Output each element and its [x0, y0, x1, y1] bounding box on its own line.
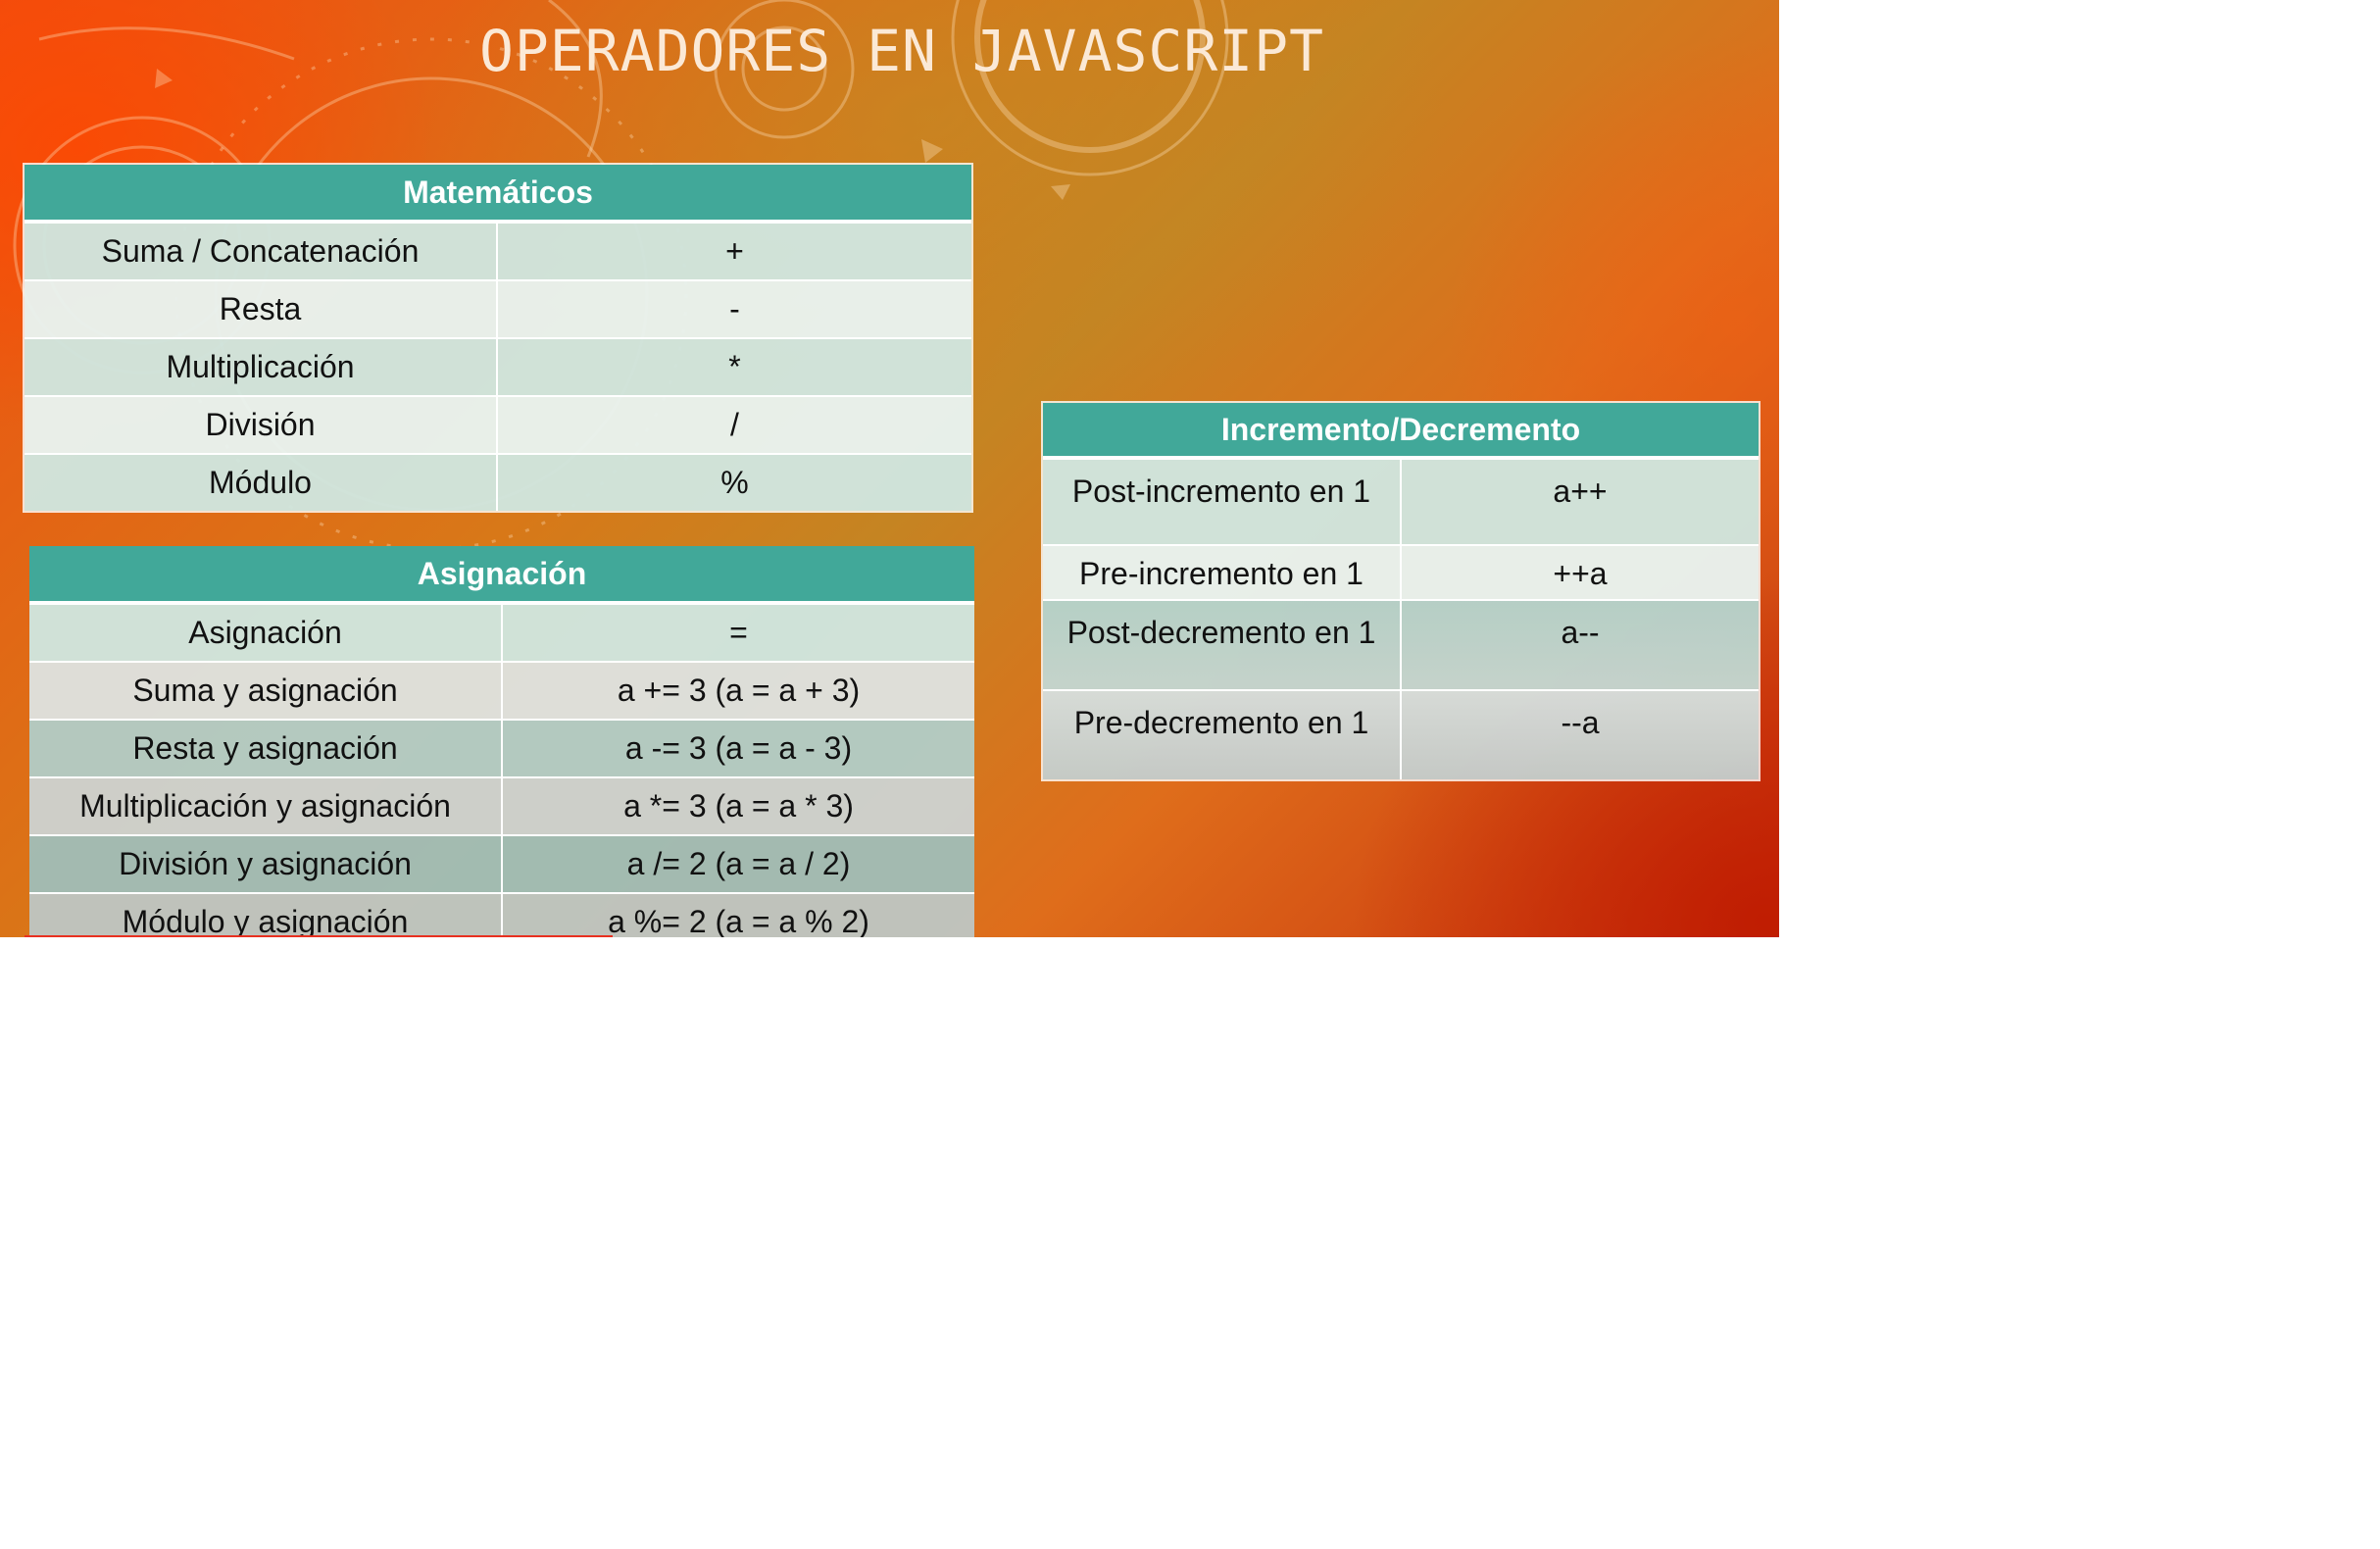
operator-name: Suma / Concatenación [25, 222, 498, 281]
table-header: Incremento/Decremento [1043, 403, 1760, 460]
table-row: Post-incremento en 1 a++ [1043, 458, 1760, 546]
operator-symbol: / [497, 396, 971, 455]
table-row: Pre-incremento en 1 ++a [1043, 545, 1760, 601]
operator-name: Post-incremento en 1 [1043, 458, 1402, 546]
bottom-accent-line [25, 935, 613, 937]
operator-symbol: + [497, 222, 971, 281]
table-row: Multiplicación * [25, 338, 971, 397]
table-row: Multiplicación y asignación a *= 3 (a = … [29, 777, 974, 836]
table-row: Suma / Concatenación + [25, 222, 971, 281]
math-operators-table: Matemáticos Suma / Concatenación + Resta… [23, 163, 973, 513]
assignment-operators-table: Asignación Asignación = Suma y asignació… [29, 546, 974, 937]
operator-name: División [25, 396, 498, 455]
table-row: División y asignación a /= 2 (a = a / 2) [29, 835, 974, 894]
slide-title: OPERADORES EN JAVASCRIPT [478, 18, 1325, 84]
table-header-row: Incremento/Decremento [1043, 403, 1760, 460]
table-header-row: Asignación [29, 546, 974, 605]
operator-example: = [502, 603, 974, 663]
operator-example: a *= 3 (a = a * 3) [502, 777, 974, 836]
table-row: Módulo y asignación a %= 2 (a = a % 2) [29, 893, 974, 937]
table-row: Pre-decremento en 1 --a [1043, 690, 1760, 779]
operator-name: Resta y asignación [29, 720, 503, 778]
operator-example: a %= 2 (a = a % 2) [502, 893, 974, 937]
operator-name: Pre-decremento en 1 [1043, 690, 1402, 779]
table-row: Suma y asignación a += 3 (a = a + 3) [29, 662, 974, 721]
slide: OPERADORES EN JAVASCRIPT Matemáticos Sum… [0, 0, 1779, 937]
operator-name: Asignación [29, 603, 503, 663]
table-row: Asignación = [29, 603, 974, 663]
operator-name: Multiplicación [25, 338, 498, 397]
operator-symbol: % [497, 454, 971, 511]
operator-symbol: --a [1401, 690, 1760, 779]
table-row: Resta - [25, 280, 971, 339]
operator-name: Multiplicación y asignación [29, 777, 503, 836]
operator-symbol: ++a [1401, 545, 1760, 601]
operator-name: Módulo y asignación [29, 893, 503, 937]
table-row: División / [25, 396, 971, 455]
operator-symbol: a-- [1401, 600, 1760, 691]
table-row: Post-decremento en 1 a-- [1043, 600, 1760, 691]
operator-name: Suma y asignación [29, 662, 503, 721]
operator-example: a /= 2 (a = a / 2) [502, 835, 974, 894]
table-header-row: Matemáticos [25, 165, 971, 224]
table-header: Asignación [29, 546, 974, 605]
operator-symbol: * [497, 338, 971, 397]
operator-name: Post-decremento en 1 [1043, 600, 1402, 691]
operator-name: División y asignación [29, 835, 503, 894]
operator-example: a -= 3 (a = a - 3) [502, 720, 974, 778]
increment-decrement-table: Incremento/Decremento Post-incremento en… [1040, 401, 1761, 781]
operator-symbol: a++ [1401, 458, 1760, 546]
table-row: Resta y asignación a -= 3 (a = a - 3) [29, 720, 974, 778]
operator-name: Pre-incremento en 1 [1043, 545, 1402, 601]
operator-symbol: - [497, 280, 971, 339]
table-header: Matemáticos [25, 165, 971, 224]
operator-name: Módulo [25, 454, 498, 511]
operator-name: Resta [25, 280, 498, 339]
table-row: Módulo % [25, 454, 971, 511]
operator-example: a += 3 (a = a + 3) [502, 662, 974, 721]
